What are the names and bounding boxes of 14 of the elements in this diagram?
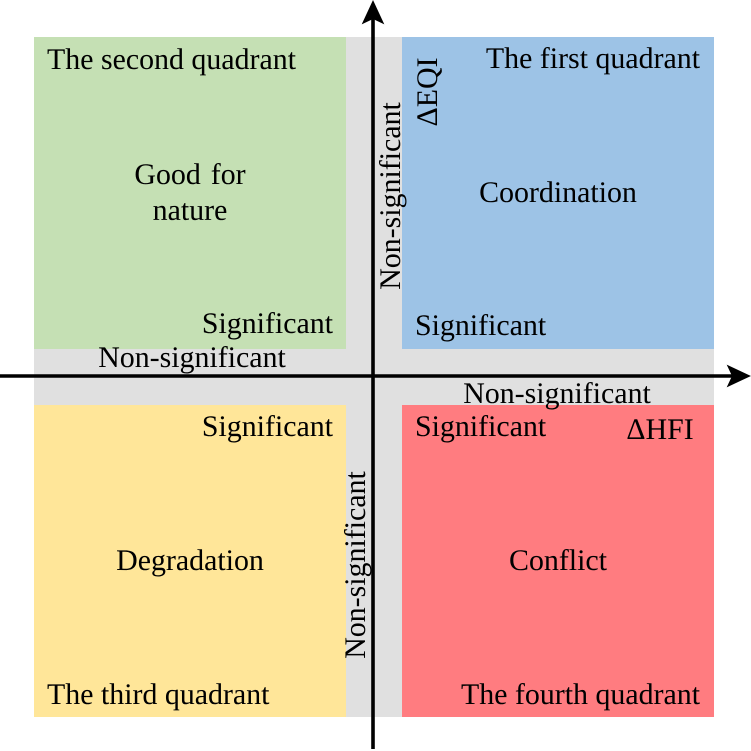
significance-label: Non-significant — [464, 382, 651, 410]
significance-label: Significant — [204, 312, 333, 340]
quadrant-title: The first quadrant — [486, 46, 700, 74]
significance-label: Significant — [417, 414, 546, 442]
significance-label: Non-significant — [344, 471, 372, 658]
axis-label: ΔEQI — [417, 58, 442, 126]
quadrant-title: The third quadrant — [48, 683, 270, 710]
significance-label: Significant — [417, 314, 546, 342]
axis-label: ΔHFI — [627, 419, 693, 439]
quadrant-title: The fourth quadrant — [462, 682, 700, 710]
quadrant-title: The second quadrant — [48, 48, 296, 76]
significance-label: Significant — [204, 414, 333, 442]
significance-label: Non-significant — [378, 102, 406, 289]
significance-label: Non-significant — [99, 346, 286, 374]
